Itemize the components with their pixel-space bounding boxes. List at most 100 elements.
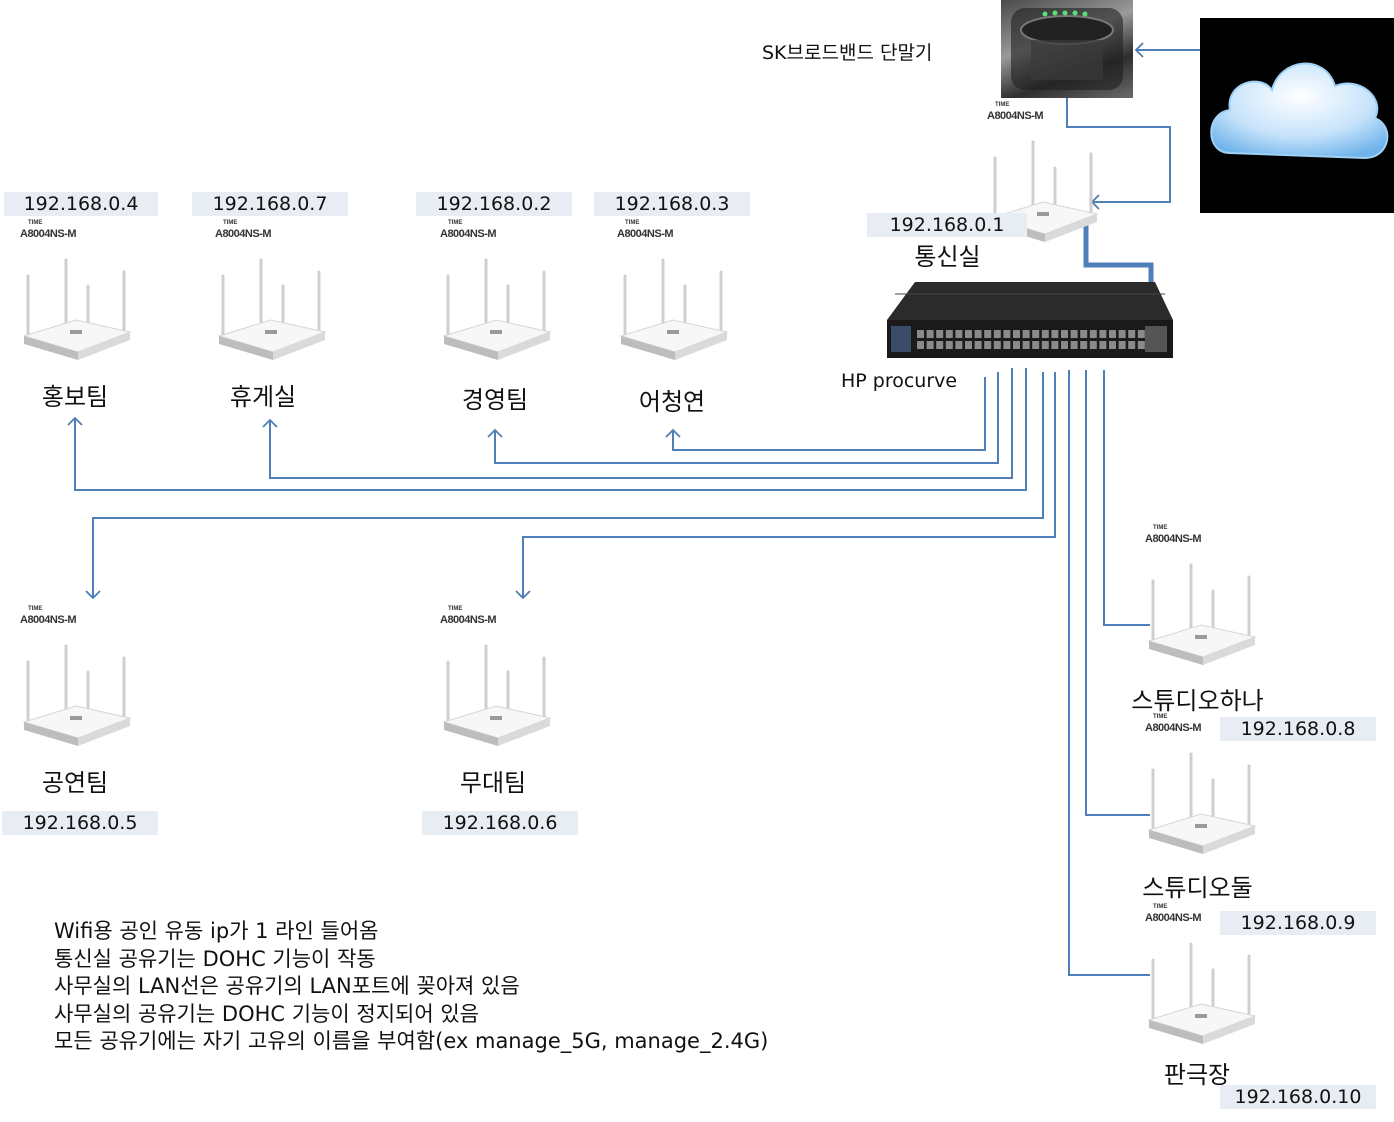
wifi-router-icon [22,258,132,360]
name-perf: 공연팀 [41,769,109,797]
switch-port [1137,341,1145,349]
note-line: 사무실의 LAN선은 공유기의 LAN포트에 꽂아져 있음 [54,974,520,998]
wifi-router-icon [217,258,327,360]
switch-port [1118,341,1126,349]
switch-port [1051,330,1059,338]
switch-port [1061,330,1068,338]
wifi-router-icon [442,644,552,746]
ip-main: 192.168.0.1 [867,213,1027,237]
name-stage: 무대팀 [459,769,527,797]
switch-port [1003,330,1011,338]
switch-port [1080,341,1088,349]
wifi-router-icon [1147,752,1257,854]
switch-port [1089,330,1097,338]
switch-port [955,330,963,338]
switch-port [1041,330,1049,338]
ip-studio2: 192.168.0.9 [1220,911,1376,935]
wifi-router-icon [1147,942,1257,1044]
switch-port [1128,330,1136,338]
switch-port [993,330,1001,338]
switch-port [1003,341,1011,349]
wire-to-stage [515,372,1056,600]
wifi-router-icon [22,644,132,746]
name-studio1: 스튜디오하나 [1131,687,1264,715]
wire-to-pangeuk [1068,370,1150,976]
wire-to-eochung [665,377,986,451]
wire-to-studio2 [1085,370,1150,816]
name-main: 통신실 [914,243,981,271]
ip-mgmt: 192.168.0.2 [416,192,572,216]
name-mgmt: 경영팀 [461,386,529,414]
ip-honbo: 192.168.0.4 [4,192,158,216]
switch-port [1137,330,1145,338]
wire-to-lounge [262,368,1013,479]
ip-eochung: 192.168.0.3 [594,192,750,216]
name-studio2: 스튜디오둘 [1142,874,1253,902]
wire-to-mgmt [487,372,999,464]
switch-port [1080,330,1088,338]
switch-port [1118,330,1126,338]
switch-port [984,341,992,349]
switch-port [1089,341,1097,349]
switch-port [993,341,1001,349]
note-line: 사무실의 공유기는 DOHC 기능이 정지되어 있음 [54,1001,479,1026]
switch-port [965,341,972,349]
switch-label: HP procurve [841,370,958,392]
wifi-router-icon [1147,563,1257,665]
note-line: 모든 공유기에는 자기 고유의 이름을 부여함(ex manage_5G, ma… [54,1029,769,1053]
switch-port [1128,341,1136,349]
switch-port [1061,341,1068,349]
switch-port [1022,341,1030,349]
ip-studio1: 192.168.0.8 [1220,717,1376,741]
switch-port [965,330,972,338]
ip-perf: 192.168.0.5 [2,811,158,835]
switch-port [1070,341,1078,349]
modem-label: SK브로드밴드 단말기 [762,42,933,64]
switch-port [917,341,924,349]
notes-block: Wifi용 공인 유동 ip가 1 라인 들어옴 통신실 공유기는 DOHC 기… [54,918,768,1056]
cloud-icon [1210,62,1389,160]
switch-port [1109,330,1116,338]
switch-port [974,330,982,338]
name-eochung: 어청연 [638,388,706,416]
switch-port [1013,341,1020,349]
switch-port [1070,330,1078,338]
wifi-router-icon [619,258,729,360]
switch-port [945,341,953,349]
wifi-router-icon [442,258,552,360]
switch-port [1013,330,1020,338]
switch-port [984,330,992,338]
switch-port [945,330,953,338]
switch-port [1099,330,1107,338]
switch-port [1032,341,1040,349]
wire-modem-to-router [1066,98,1171,210]
ip-lounge: 192.168.0.7 [192,192,348,216]
wire-to-studio1 [1103,370,1150,626]
ip-pangeuk: 192.168.0.10 [1220,1085,1376,1109]
name-pangeuk: 판극장 [1163,1061,1231,1089]
wire-to-perf [85,372,1044,600]
note-line: Wifi용 공인 유동 ip가 1 라인 들어옴 [54,919,379,943]
switch-port [1041,341,1049,349]
switch-port [1032,330,1040,338]
switch-port [936,341,944,349]
switch-port [926,341,934,349]
switch-port [917,330,924,338]
wire-to-honbo [67,368,1027,491]
switch-port [1099,341,1107,349]
switch-port [1022,330,1030,338]
sk-broadband-modem-image [1001,0,1133,98]
switch-port [936,330,944,338]
switch-port [955,341,963,349]
switch-port [1051,341,1059,349]
hp-procurve-switch-image [885,280,1175,360]
